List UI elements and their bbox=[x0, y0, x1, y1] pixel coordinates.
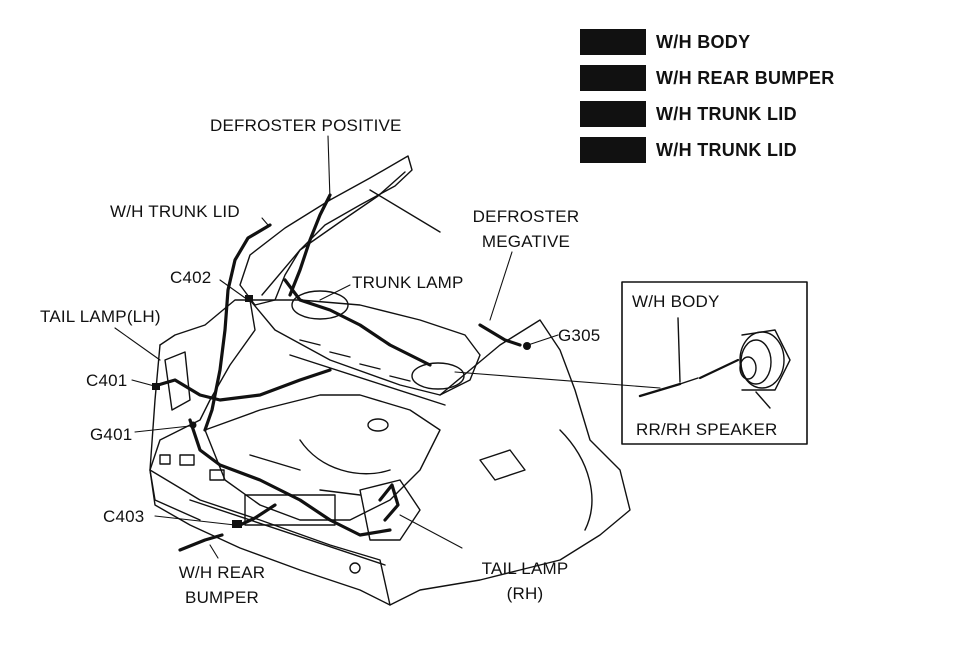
legend-item-wh-body: W/H BODY bbox=[580, 28, 750, 56]
legend-label: W/H TRUNK LID bbox=[656, 103, 797, 124]
label-line: TAIL LAMP bbox=[481, 559, 569, 578]
label-tail-lamp-rh: TAIL LAMP (RH) bbox=[470, 559, 580, 604]
label-line: BUMPER bbox=[185, 588, 259, 607]
connector-markers bbox=[152, 295, 531, 528]
legend-item-wh-trunk-lid: W/H TRUNK LID bbox=[580, 100, 797, 128]
label-g401: G401 bbox=[90, 425, 133, 444]
package-tray-drawing bbox=[249, 290, 481, 406]
legend-swatch bbox=[580, 65, 646, 91]
legend-label: W/H BODY bbox=[656, 31, 751, 52]
trunk-lid-drawing bbox=[239, 155, 441, 306]
leader-lines bbox=[114, 135, 661, 559]
right-quarter-drawing bbox=[359, 319, 631, 606]
wiring-harness bbox=[156, 193, 522, 552]
legend-swatch bbox=[580, 29, 646, 55]
label-c401: C401 bbox=[86, 371, 128, 390]
inset-caption: RR/RH SPEAKER bbox=[636, 420, 778, 439]
label-defroster-positive: DEFROSTER POSITIVE bbox=[210, 116, 402, 135]
left-body-drawing bbox=[149, 299, 256, 521]
label-c403: C403 bbox=[103, 507, 145, 526]
label-line: MEGATIVE bbox=[481, 232, 571, 251]
label-trunk-lamp: TRUNK LAMP bbox=[352, 273, 464, 292]
legend-item-wh-trunk-lid-2: W/H TRUNK LID bbox=[580, 136, 797, 164]
label-wh-trunk-lid: W/H TRUNK LID bbox=[110, 202, 240, 221]
label-tail-lamp-lh: TAIL LAMP(LH) bbox=[40, 307, 161, 326]
label-wh-rear-bumper: W/H REAR BUMPER bbox=[170, 563, 274, 608]
legend-item-wh-rear-bumper: W/H REAR BUMPER bbox=[580, 64, 835, 92]
label-line: W/H REAR bbox=[178, 563, 266, 582]
legend-swatch bbox=[580, 137, 646, 163]
label-defroster-negative: DEFROSTER MEGATIVE bbox=[462, 207, 590, 252]
legend-label: W/H REAR BUMPER bbox=[656, 67, 835, 88]
inset-title: W/H BODY bbox=[632, 292, 720, 311]
label-line: (RH) bbox=[506, 584, 544, 603]
label-g305: G305 bbox=[558, 326, 601, 345]
legend-swatch bbox=[580, 101, 646, 127]
trunk-floor-drawing bbox=[204, 394, 441, 521]
legend-label: W/H TRUNK LID bbox=[656, 139, 797, 160]
label-line: DEFROSTER bbox=[472, 207, 580, 226]
label-c402: C402 bbox=[170, 268, 212, 287]
speaker-inset-drawing bbox=[621, 281, 808, 445]
